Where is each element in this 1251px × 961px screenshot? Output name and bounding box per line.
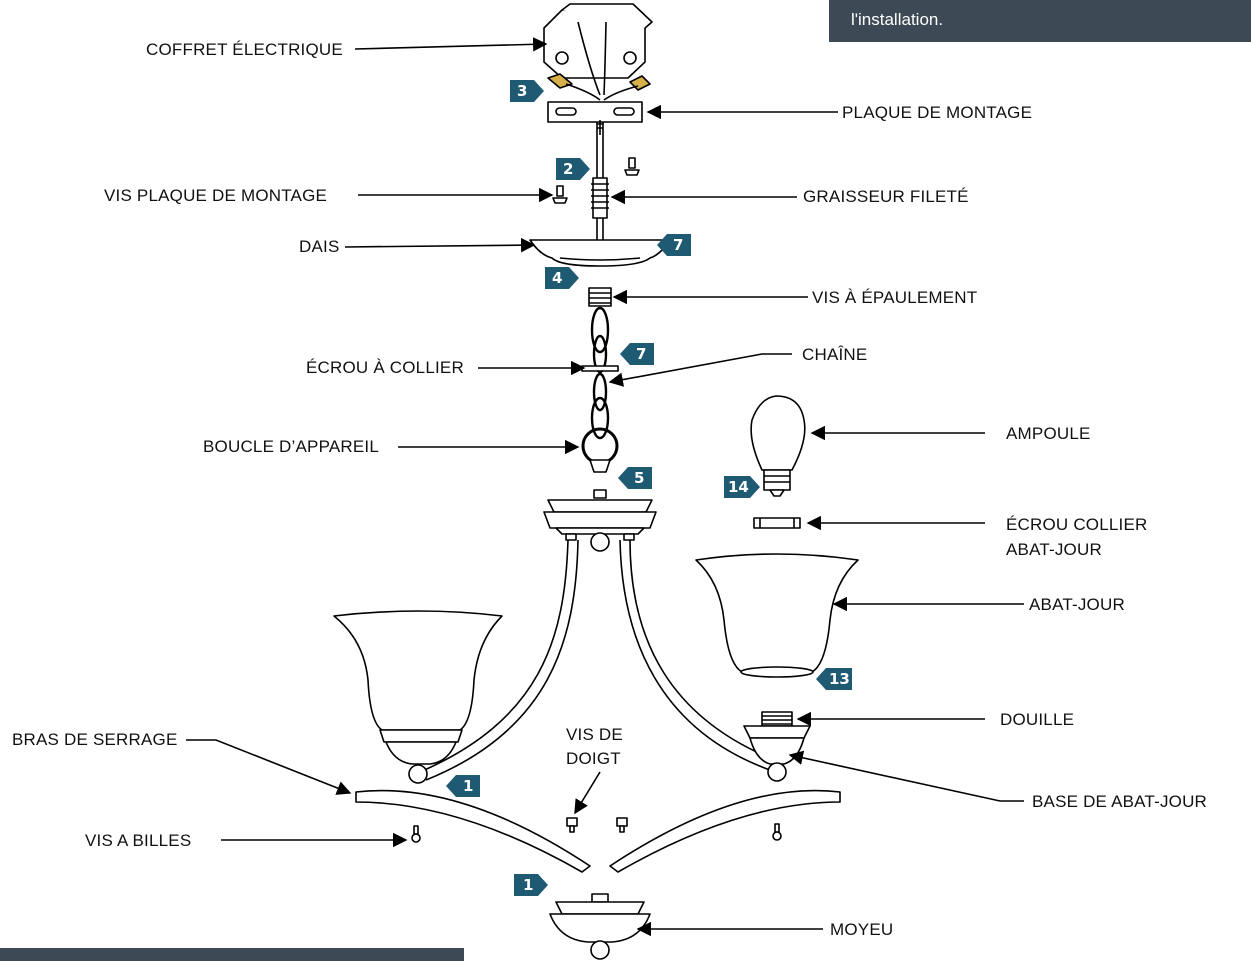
step-badge-7-chain: 7	[620, 343, 654, 365]
label-moyeu: MOYEU	[830, 920, 894, 939]
socket	[761, 711, 793, 727]
label-dais: DAIS	[299, 237, 340, 256]
step-badge-7-canopy: 7	[657, 234, 691, 256]
shade-base-right	[743, 725, 811, 782]
left-shade-assembly	[333, 610, 503, 784]
finger-screw-right	[616, 817, 628, 833]
step-badge-5: 5	[618, 467, 652, 489]
step-badge-1-arm: 1	[446, 775, 480, 797]
fixture-loop	[581, 427, 619, 473]
leader-base	[788, 750, 1024, 802]
chain	[581, 306, 619, 440]
step-badge-14: 14	[724, 476, 760, 498]
ball-screw-right	[772, 823, 782, 841]
label-abat-jour: ABAT-JOUR	[1029, 595, 1125, 614]
mounting-screw-right	[624, 157, 640, 176]
finger-screw-left	[566, 817, 578, 833]
leader-bras	[186, 739, 352, 795]
leader-vis-doigt	[574, 771, 601, 815]
header-note-bar: l'installation.	[829, 0, 1251, 42]
right-shade	[695, 553, 859, 678]
label-vis-doigt-1: VIS DE	[566, 725, 623, 744]
clamp-arm-right	[609, 789, 841, 873]
label-coffret: COFFRET ÉLECTRIQUE	[146, 40, 343, 59]
label-vis-epaulement: VIS À ÉPAULEMENT	[812, 288, 978, 307]
label-ecrou-abat-1: ÉCROU COLLIER	[1006, 515, 1148, 534]
junction-box	[543, 3, 653, 101]
fixture-arms	[419, 539, 781, 781]
step-badge-2: 2	[556, 158, 590, 180]
mounting-plate	[547, 101, 643, 135]
step-badge-13: 13	[816, 668, 852, 690]
label-graisseur: GRAISSEUR FILETÉ	[803, 187, 969, 206]
label-boucle: BOUCLE D’APPAREIL	[203, 437, 379, 456]
label-vis-billes: VIS A BILLES	[85, 831, 192, 850]
ball-screw-left	[411, 825, 421, 843]
label-ecrou-collier: ÉCROU À COLLIER	[306, 358, 464, 377]
shade-collar-nut	[753, 517, 801, 529]
shoulder-screw	[588, 287, 612, 307]
hub	[549, 893, 651, 960]
canopy	[529, 239, 671, 267]
threaded-nipple	[591, 177, 609, 219]
leader-dais	[344, 237, 536, 253]
header-note-text: l'installation.	[851, 10, 944, 29]
step-badge-4: 4	[545, 267, 579, 289]
step-badge-3: 3	[510, 80, 544, 102]
mounting-screw-left	[552, 185, 568, 204]
step-badge-1-hub: 1	[514, 874, 548, 896]
label-bras: BRAS DE SERRAGE	[12, 730, 178, 749]
footer-bar	[0, 948, 464, 961]
bulb	[750, 395, 806, 497]
label-plaque: PLAQUE DE MONTAGE	[842, 103, 1033, 122]
leader-chaine	[608, 353, 792, 387]
label-douille: DOUILLE	[1000, 710, 1075, 729]
body-top-cap	[543, 489, 657, 552]
label-vis-plaque: VIS PLAQUE DE MONTAGE	[104, 186, 328, 205]
clamp-arm-left	[355, 789, 591, 873]
label-vis-doigt-2: DOIGT	[566, 749, 621, 768]
label-ampoule: AMPOULE	[1006, 424, 1091, 443]
label-ecrou-abat-2: ABAT-JOUR	[1006, 540, 1102, 559]
label-chaine: CHAÎNE	[802, 345, 868, 364]
label-base: BASE DE ABAT-JOUR	[1032, 792, 1208, 811]
leader-coffret	[354, 37, 548, 52]
